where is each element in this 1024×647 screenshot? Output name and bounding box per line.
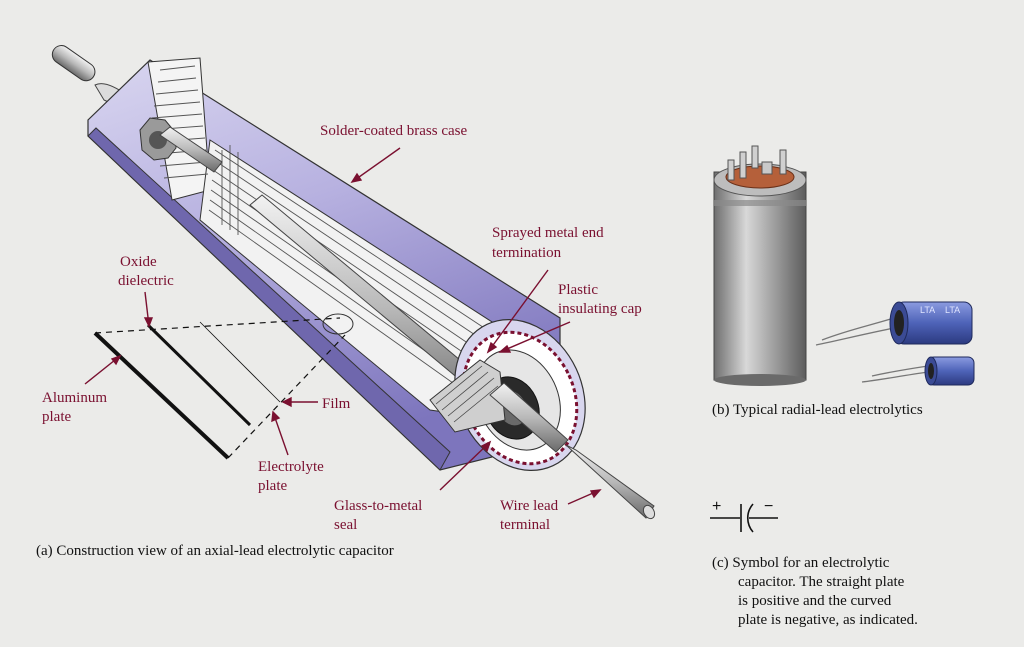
label-plastic-cap-1: Plastic [558, 282, 598, 298]
label-oxide-2: dielectric [118, 273, 174, 289]
small-cap-mark-2: LTA [945, 305, 960, 315]
label-brass-case: Solder-coated brass case [320, 123, 468, 139]
label-wire-lead-1: Wire lead [500, 498, 559, 514]
label-end-termination-1: Sprayed metal end [492, 225, 604, 241]
label-oxide-1: Oxide [120, 254, 157, 270]
caption-c-line-2: capacitor. The straight plate [738, 574, 905, 590]
label-end-termination-2: termination [492, 245, 562, 261]
label-seal-1: Glass-to-metal [334, 498, 423, 514]
label-electrolyte-2: plate [258, 478, 288, 494]
label-wire-lead-2: terminal [500, 517, 550, 533]
label-aluminum-2: plate [42, 409, 72, 425]
axial-capacitor [51, 45, 656, 520]
caption-a: (a) Construction view of an axial-lead e… [36, 543, 394, 559]
label-plastic-cap-2: insulating cap [558, 301, 642, 317]
electrolytic-symbol [710, 503, 778, 533]
symbol-plus: + [712, 498, 722, 515]
small-radial-capacitors: LTA LTA [815, 301, 975, 386]
radial-can-capacitor [713, 145, 807, 386]
symbol-minus: − [764, 498, 774, 515]
label-aluminum-1: Aluminum [42, 390, 108, 406]
label-seal-2: seal [334, 517, 358, 533]
label-film: Film [322, 396, 351, 412]
layer-detail [93, 313, 354, 460]
small-cap-mark-1: LTA [920, 305, 935, 315]
caption-b: (b) Typical radial-lead electrolytics [712, 402, 923, 418]
caption-c-line-4: plate is negative, as indicated. [738, 612, 918, 628]
caption-c-line-3: is positive and the curved [738, 593, 892, 609]
leader-arrows [84, 147, 602, 505]
caption-c-line-1: (c) Symbol for an electrolytic [712, 555, 890, 571]
label-electrolyte-1: Electrolyte [258, 459, 324, 475]
